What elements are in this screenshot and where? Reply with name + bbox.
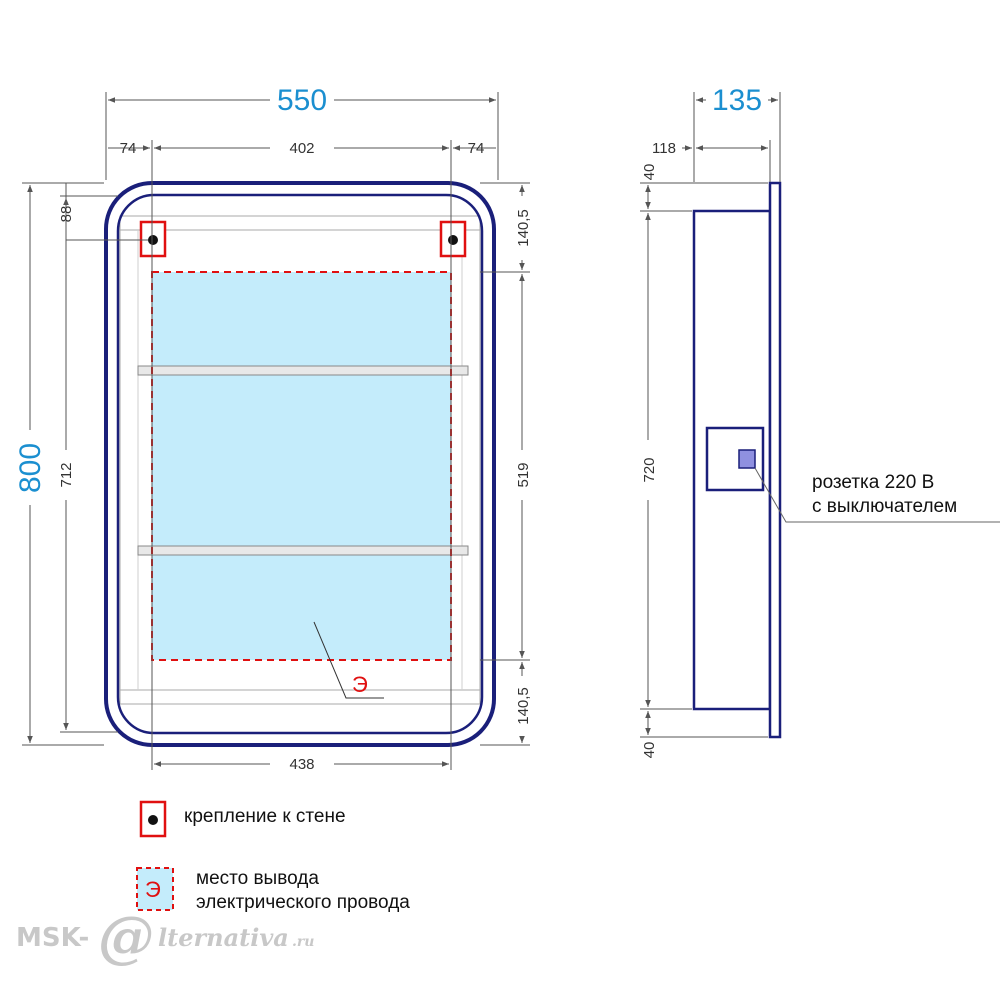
dim-mount-from-top: 88: [58, 206, 75, 223]
shelf-upper: [137, 365, 469, 376]
legend-mount: крепление к стене: [139, 800, 346, 838]
watermark-tld: .ru: [292, 934, 314, 950]
mount-point-left: [139, 220, 167, 258]
outer-frame: [104, 181, 496, 747]
socket-leader: [754, 467, 1000, 523]
front-dimensions: [22, 92, 530, 770]
dim-depth-total: 135: [712, 84, 762, 117]
dim-cutout-to-bottom: 140,5: [515, 687, 532, 725]
legend-wire-line1: место вывода: [196, 868, 319, 889]
dim-top-to-cutout: 140,5: [515, 209, 532, 247]
dim-top-offset: 40: [641, 164, 658, 181]
dim-edge-right: 74: [468, 140, 485, 157]
dim-body-height: 720: [641, 457, 658, 482]
dim-cutout-height: 519: [515, 462, 532, 487]
side-view: [692, 181, 1000, 739]
electric-symbol: Э: [352, 672, 368, 697]
side-front-panel: [768, 181, 782, 739]
shelf-lower: [137, 545, 469, 556]
legend-electric-symbol: Э: [145, 877, 161, 902]
dim-body-depth: 118: [652, 140, 676, 157]
legend-wire-icon: [136, 867, 174, 911]
legend-mount-label: крепление к стене: [184, 806, 346, 827]
front-view: Э: [104, 181, 496, 747]
dim-edge-left: 74: [120, 140, 137, 157]
watermark-suffix: lternativa: [158, 923, 289, 952]
electric-leader: [313, 621, 384, 699]
dim-inner-width: 438: [289, 756, 314, 773]
legend-wire-line2: электрического провода: [196, 892, 410, 913]
watermark-logo: MSK- @ lternativa .ru: [16, 904, 314, 970]
dim-inner-height: 712: [58, 462, 75, 487]
watermark-at: @: [98, 904, 154, 970]
dim-bottom-offset: 40: [641, 742, 658, 759]
mount-point-right: [439, 220, 467, 258]
socket-icon: [738, 449, 756, 469]
socket-label-line1: розетка 220 В: [812, 472, 934, 493]
dim-mount-spacing: 402: [289, 140, 314, 157]
side-dimensions: [640, 92, 781, 738]
legend-wire: Э место вывода электрического провода: [136, 867, 410, 913]
glass-area: [152, 272, 451, 660]
socket-label-line2: с выключателем: [812, 496, 957, 517]
watermark-prefix: MSK-: [16, 923, 89, 953]
inner-frame: [116, 193, 484, 735]
dim-width-total: 550: [277, 84, 327, 117]
inner-body: [119, 215, 481, 705]
dim-height-total: 800: [14, 443, 47, 493]
